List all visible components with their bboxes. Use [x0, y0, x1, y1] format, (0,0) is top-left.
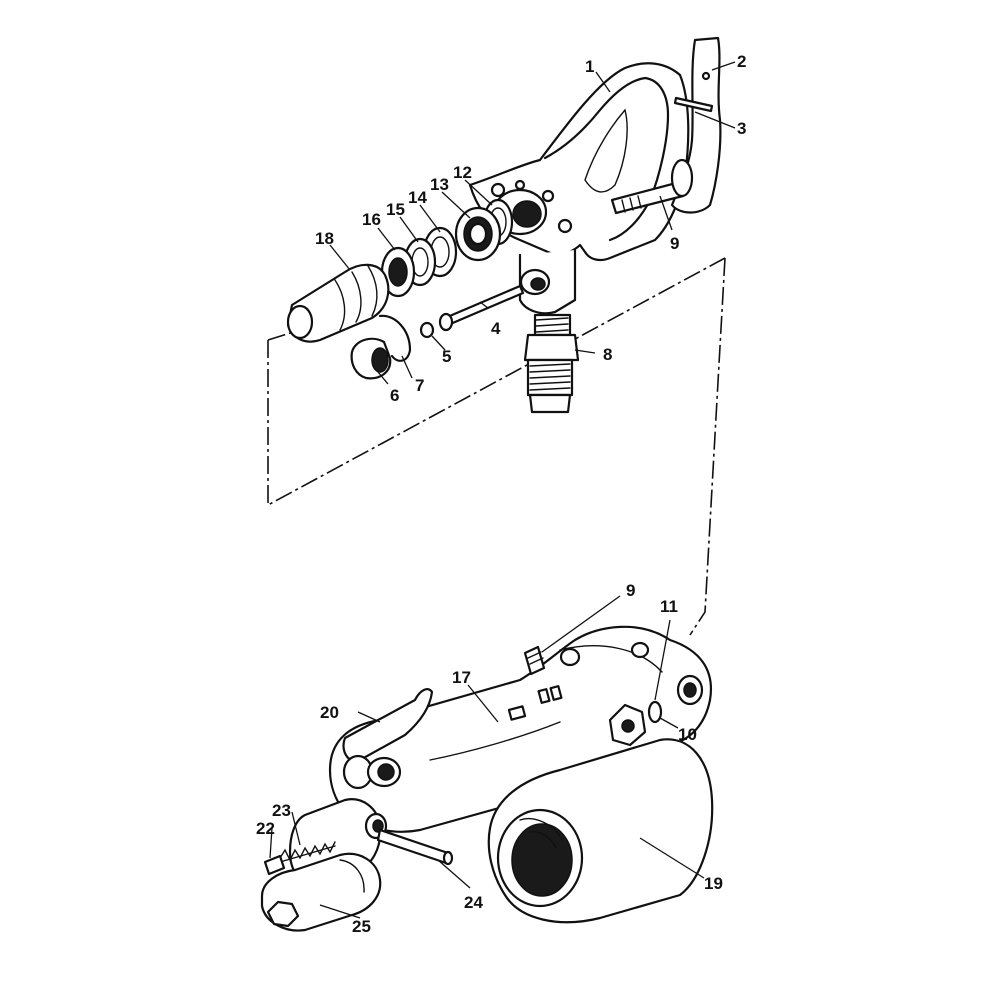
callout-17: 17 [452, 668, 471, 687]
callout-22: 22 [256, 819, 275, 838]
callout-24: 24 [464, 893, 483, 912]
bushing-16 [380, 246, 416, 298]
latch-retainer-20 [342, 688, 434, 790]
callout-4: 4 [491, 319, 501, 338]
chuck-socket-25 [260, 852, 382, 932]
gasket-ring-7 [378, 314, 412, 362]
bearing-13 [454, 206, 502, 262]
callout-5: 5 [442, 347, 451, 366]
adjuster-nut-11 [608, 703, 647, 747]
inlet-fitting-8 [523, 313, 580, 414]
callout-13: 13 [430, 175, 449, 194]
callout-3: 3 [737, 119, 746, 138]
callout-labels: 1 2 3 4 5 6 7 8 9 9 10 11 12 13 14 15 16… [256, 52, 746, 936]
leader-lines [269, 61, 736, 919]
callout-25: 25 [352, 917, 371, 936]
cap-6 [350, 337, 392, 380]
o-ring-5 [419, 321, 435, 339]
assembly-alignment-line [267, 257, 726, 636]
callout-11: 11 [660, 597, 678, 616]
outer-sleeve-19 [487, 738, 714, 924]
callout-20: 20 [320, 703, 339, 722]
trigger-lever [670, 36, 722, 214]
callout-12: 12 [453, 163, 472, 182]
pin-24 [376, 828, 454, 866]
callout-9-lower: 9 [626, 581, 635, 600]
retaining-ring-10 [647, 700, 663, 724]
callout-2: 2 [737, 52, 746, 71]
callout-16: 16 [362, 210, 381, 229]
callout-10: 10 [678, 725, 697, 744]
callout-9-upper: 9 [670, 234, 679, 253]
callout-1: 1 [585, 57, 594, 76]
callout-18: 18 [315, 229, 334, 248]
handle-body [468, 62, 690, 315]
spring-23 [279, 841, 336, 863]
needle-pin-4 [438, 284, 525, 332]
throttle-valve-stem [610, 158, 694, 215]
callout-19: 19 [704, 874, 723, 893]
callout-8: 8 [603, 345, 612, 364]
valve-plug-18 [286, 263, 390, 343]
plunger-22 [263, 854, 286, 876]
trigger-pin [673, 96, 714, 113]
callout-23: 23 [272, 801, 291, 820]
screw-9 [523, 645, 546, 676]
callout-6: 6 [390, 386, 399, 405]
callout-15: 15 [386, 200, 405, 219]
callout-14: 14 [408, 188, 427, 207]
callout-7: 7 [415, 376, 424, 395]
